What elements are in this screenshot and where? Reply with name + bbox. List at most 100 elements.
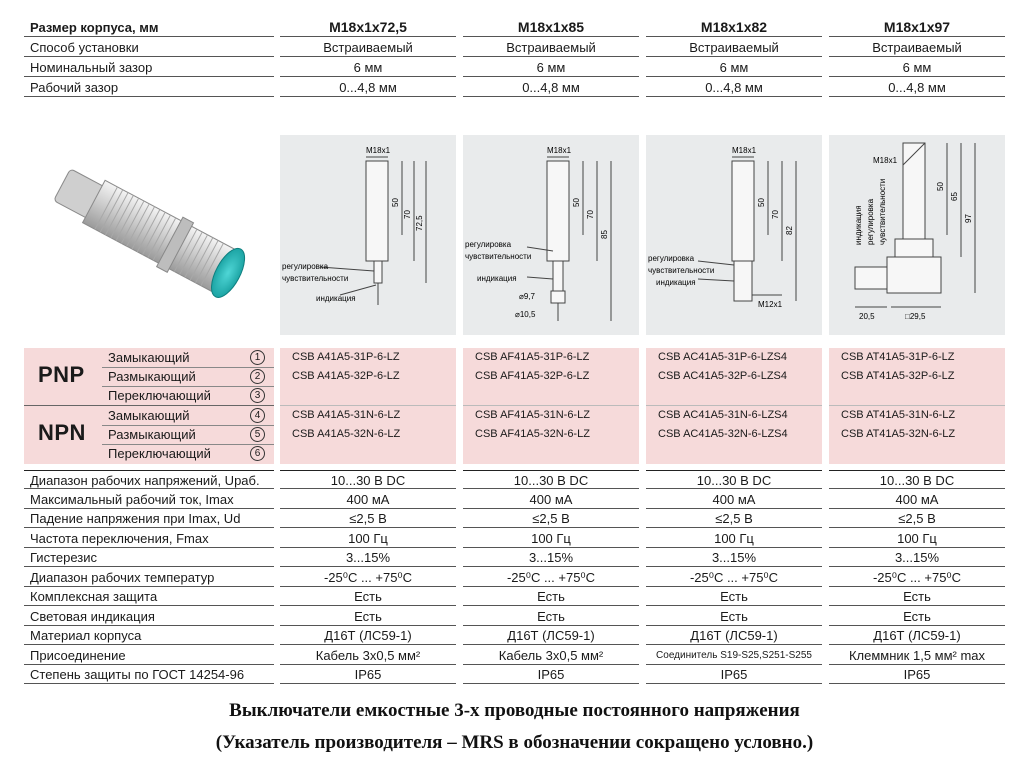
note-label: регулировка: [648, 254, 695, 263]
cell-value: IP65: [280, 665, 456, 684]
cell-value: 0...4,8 мм: [463, 78, 639, 97]
contact-type: Замыкающий: [108, 408, 190, 423]
row-label: Максимальный рабочий ток, Imax: [24, 490, 274, 509]
cell-value: ≤2,5 В: [829, 509, 1005, 528]
table-row: Способ установки Встраиваемый Встраиваем…: [24, 38, 1010, 57]
note-label: чувствительности: [878, 179, 887, 245]
thread-label: M18x1: [873, 156, 898, 165]
thread-label: M18x1: [547, 146, 572, 155]
row-label: Материал корпуса: [24, 626, 274, 645]
model-code: [829, 444, 841, 463]
cell-value: Есть: [829, 587, 1005, 606]
cell-value: 6 мм: [463, 58, 639, 77]
dim-label: 50: [757, 198, 766, 207]
table-row: Присоединение Кабель 3x0,5 мм² Кабель 3x…: [24, 646, 1010, 665]
cell-value: 100 Гц: [280, 529, 456, 548]
cell-value: Кабель 3x0,5 мм²: [280, 646, 456, 665]
dim-label: 50: [936, 182, 945, 191]
note-label: индикация: [854, 205, 863, 245]
cell-value: Кабель 3x0,5 мм²: [463, 646, 639, 665]
contact-type: Переключающий: [108, 446, 211, 461]
row-label: Способ установки: [24, 38, 274, 57]
table-row: Комплексная защита Есть Есть Есть Есть: [24, 587, 1010, 606]
model-code: [646, 386, 658, 405]
model-code: CSB AF41A5-31N-6-LZ: [475, 409, 590, 421]
output-row: Переключающий 6: [24, 444, 1010, 463]
cell-value: 6 мм: [646, 58, 822, 77]
circled-number: 2: [250, 369, 265, 384]
table-row: Световая индикация Есть Есть Есть Есть: [24, 607, 1010, 626]
note-label: □29,5: [905, 312, 926, 321]
note-label: регулировка: [866, 198, 875, 245]
dim-label: 72,5: [415, 215, 424, 231]
model-code: CSB AF41A5-32N-6-LZ: [475, 428, 590, 440]
thread-label: M18x1: [366, 146, 391, 155]
table-row: Материал корпуса Д16Т (ЛС59-1) Д16Т (ЛС5…: [24, 626, 1010, 645]
sensor-drawing: M18x1 50 65 97 индикация регулировка чув…: [854, 142, 976, 321]
caption-line-1: Выключатели емкостные 3-х проводные пост…: [229, 700, 800, 721]
row-label: Частота переключения, Fmax: [24, 529, 274, 548]
cell-value: Д16Т (ЛС59-1): [463, 626, 639, 645]
model-code: CSB A41A5-31P-6-LZ: [292, 351, 400, 363]
note-label: чувствительности: [465, 252, 531, 261]
model-code: CSB AT41A5-32N-6-LZ: [841, 428, 956, 440]
cell-value: 100 Гц: [463, 529, 639, 548]
cell-value: 10...30 В DC: [280, 470, 456, 489]
row-label: Присоединение: [24, 646, 274, 665]
sensor-drawing: M18x1 50 70 85 регулировка чувствительно…: [465, 146, 612, 321]
cell-value: Д16Т (ЛС59-1): [646, 626, 822, 645]
cell-value: 0...4,8 мм: [646, 78, 822, 97]
cell-value: Д16Т (ЛС59-1): [280, 626, 456, 645]
model-code: [829, 386, 841, 405]
dim-label: 82: [785, 226, 794, 235]
cell-value: ≤2,5 В: [280, 509, 456, 528]
cell-value: -25⁰С ... +75⁰С: [829, 568, 1005, 587]
output-row: Переключающий 3: [24, 386, 1010, 405]
cell-value: 10...30 В DC: [829, 470, 1005, 489]
cell-value: 400 мА: [829, 490, 1005, 509]
dim-label: 70: [586, 210, 595, 219]
model-code: CSB AF41A5-32P-6-LZ: [475, 370, 590, 382]
cell-value: 400 мА: [280, 490, 456, 509]
cell-value: 0...4,8 мм: [829, 78, 1005, 97]
cell-value: 0...4,8 мм: [280, 78, 456, 97]
cell-value: Встраиваемый: [829, 38, 1005, 57]
circled-number: 4: [250, 408, 265, 423]
output-row: Размыкающий 2 CSB A41A5-32P-6-LZ CSB AF4…: [24, 367, 1010, 386]
cell-value: 3...15%: [646, 548, 822, 567]
cell-value: Клеммник 1,5 мм² max: [829, 646, 1005, 665]
output-types-band: PNP NPN Замыкающий 1 CSB A41A5-31P-6-LZ …: [24, 348, 1010, 464]
header-row: Размер корпуса, мм M18x1x72,5 M18x1x85 M…: [24, 18, 1010, 37]
dim-label: 97: [964, 214, 973, 223]
cell-value: 3...15%: [463, 548, 639, 567]
cell-value: Соединитель S19-S25,S251-S255: [646, 646, 822, 665]
row-label: Диапазон рабочих напряжений, Uраб.: [24, 470, 274, 489]
cell-value: Встраиваемый: [280, 38, 456, 57]
table-row: Частота переключения, Fmax 100 Гц 100 Гц…: [24, 529, 1010, 548]
note-label: индикация: [316, 294, 356, 303]
cell-value: IP65: [463, 665, 639, 684]
note-label: ⌀10,5: [515, 310, 536, 319]
cell-value: 400 мА: [463, 490, 639, 509]
row-label: Падение напряжения при Imax, Ud: [24, 509, 274, 528]
cell-value: -25⁰С ... +75⁰С: [646, 568, 822, 587]
cell-value: Есть: [646, 607, 822, 626]
cell-value: Есть: [280, 587, 456, 606]
table-row: Гистерезис 3...15% 3...15% 3...15% 3...1…: [24, 548, 1010, 567]
note-label: ⌀9,7: [519, 292, 535, 301]
output-row: Размыкающий 5 CSB A41A5-32N-6-LZ CSB AF4…: [24, 425, 1010, 444]
contact-type: Размыкающий: [108, 427, 196, 442]
cell-value: 6 мм: [280, 58, 456, 77]
cell-value: 3...15%: [280, 548, 456, 567]
note-label: регулировка: [282, 262, 329, 271]
note-label: чувствительности: [282, 274, 348, 283]
model-code: [463, 444, 475, 463]
circled-number: 1: [250, 350, 265, 365]
note-label: 20,5: [859, 312, 875, 321]
drawing-panel: M18x1 50 70 82 регулировка чувствительно…: [646, 135, 822, 335]
drawings-area: M18x1 50 70 72,5 регулировка чувствитель…: [24, 135, 1010, 335]
cell-value: Встраиваемый: [463, 38, 639, 57]
dim-label: 70: [403, 210, 412, 219]
note-label: индикация: [477, 274, 517, 283]
caption-line-2: (Указатель производителя – MRS в обознач…: [215, 732, 814, 753]
